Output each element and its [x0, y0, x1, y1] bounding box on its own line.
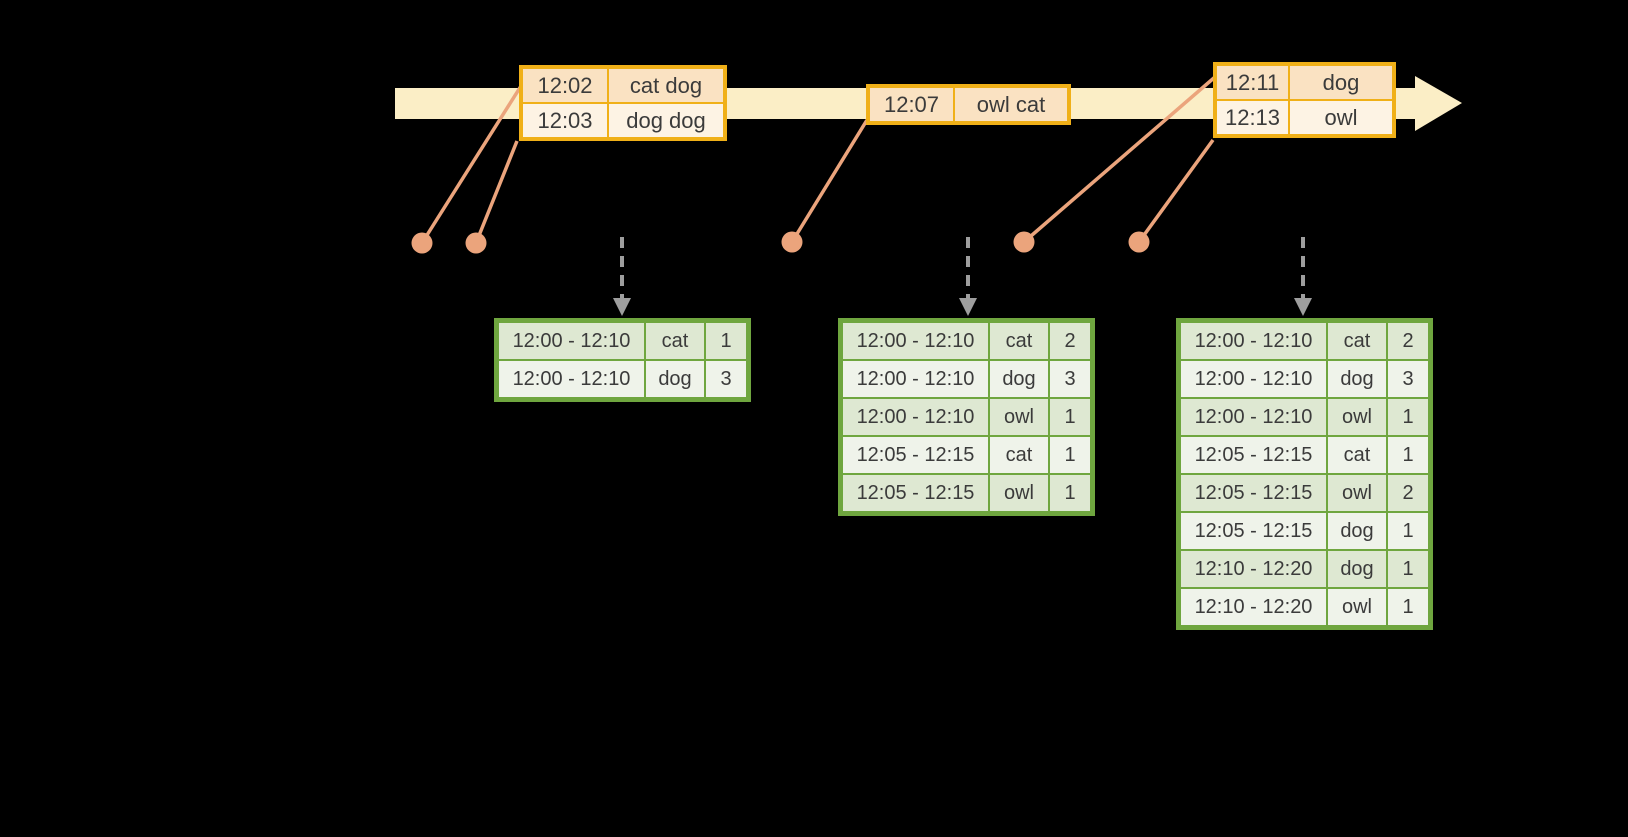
count-cell: 1	[1388, 551, 1428, 587]
word-cell: owl	[1328, 399, 1386, 435]
event-time-cell: 12:03	[523, 104, 607, 137]
event-words-cell: dog dog	[609, 104, 723, 137]
count-cell: 1	[1388, 399, 1428, 435]
connector-line	[474, 140, 519, 244]
window-cell: 12:00 - 12:10	[499, 323, 644, 359]
event-dot	[1128, 231, 1150, 253]
event-dot	[781, 231, 803, 253]
word-cell: dog	[1328, 513, 1386, 549]
count-cell: 2	[1388, 323, 1428, 359]
word-cell: cat	[1328, 437, 1386, 473]
count-cell: 1	[706, 323, 746, 359]
word-cell: dog	[1328, 551, 1386, 587]
word-cell: dog	[990, 361, 1048, 397]
count-cell: 2	[1050, 323, 1090, 359]
connector-line	[1022, 75, 1217, 244]
count-cell: 3	[1050, 361, 1090, 397]
result-table: 12:00 - 12:10 cat 1 12:00 - 12:10 dog 3	[494, 318, 751, 402]
window-cell: 12:10 - 12:20	[1181, 589, 1326, 625]
window-cell: 12:10 - 12:20	[1181, 551, 1326, 587]
event-words-cell: owl	[1290, 101, 1392, 134]
event-table: 12:11 dog 12:13 owl	[1213, 62, 1396, 138]
count-cell: 1	[1388, 513, 1428, 549]
event-words-cell: dog	[1290, 66, 1392, 99]
connector-line	[1137, 138, 1215, 244]
trigger-arrow-icon	[959, 237, 977, 316]
word-cell: owl	[990, 399, 1048, 435]
window-cell: 12:05 - 12:15	[1181, 513, 1326, 549]
trigger-arrow-icon	[613, 237, 631, 316]
event-words-cell: cat dog	[609, 69, 723, 102]
window-cell: 12:05 - 12:15	[843, 475, 988, 511]
event-dot	[411, 232, 433, 254]
result-table: 12:00 - 12:10 cat 2 12:00 - 12:10 dog 3 …	[838, 318, 1095, 516]
window-cell: 12:05 - 12:15	[1181, 437, 1326, 473]
connector-line	[420, 85, 523, 244]
trigger-arrow-icon	[1294, 237, 1312, 316]
count-cell: 3	[706, 361, 746, 397]
word-cell: owl	[1328, 475, 1386, 511]
event-words-cell: owl cat	[955, 88, 1067, 121]
window-cell: 12:00 - 12:10	[843, 323, 988, 359]
word-cell: cat	[990, 437, 1048, 473]
window-cell: 12:00 - 12:10	[843, 399, 988, 435]
word-cell: cat	[646, 323, 704, 359]
event-time-cell: 12:02	[523, 69, 607, 102]
connector-line	[790, 119, 869, 243]
event-time-cell: 12:07	[870, 88, 953, 121]
window-cell: 12:00 - 12:10	[499, 361, 644, 397]
word-cell: cat	[990, 323, 1048, 359]
result-table: 12:00 - 12:10 cat 2 12:00 - 12:10 dog 3 …	[1176, 318, 1433, 630]
window-cell: 12:00 - 12:10	[843, 361, 988, 397]
word-cell: owl	[990, 475, 1048, 511]
count-cell: 1	[1050, 437, 1090, 473]
window-cell: 12:00 - 12:10	[1181, 361, 1326, 397]
window-cell: 12:00 - 12:10	[1181, 399, 1326, 435]
count-cell: 1	[1388, 437, 1428, 473]
timeline-arrowhead-icon	[1415, 76, 1462, 131]
window-cell: 12:05 - 12:15	[843, 437, 988, 473]
word-cell: cat	[1328, 323, 1386, 359]
word-cell: dog	[1328, 361, 1386, 397]
event-dot	[465, 232, 487, 254]
window-cell: 12:00 - 12:10	[1181, 323, 1326, 359]
word-cell: dog	[646, 361, 704, 397]
count-cell: 1	[1050, 475, 1090, 511]
count-cell: 1	[1050, 399, 1090, 435]
count-cell: 1	[1388, 589, 1428, 625]
word-cell: owl	[1328, 589, 1386, 625]
event-time-cell: 12:11	[1217, 66, 1288, 99]
count-cell: 3	[1388, 361, 1428, 397]
event-time-cell: 12:13	[1217, 101, 1288, 134]
window-cell: 12:05 - 12:15	[1181, 475, 1326, 511]
count-cell: 2	[1388, 475, 1428, 511]
event-table: 12:07 owl cat	[866, 84, 1071, 125]
event-dot	[1013, 231, 1035, 253]
event-table: 12:02 cat dog 12:03 dog dog	[519, 65, 727, 141]
